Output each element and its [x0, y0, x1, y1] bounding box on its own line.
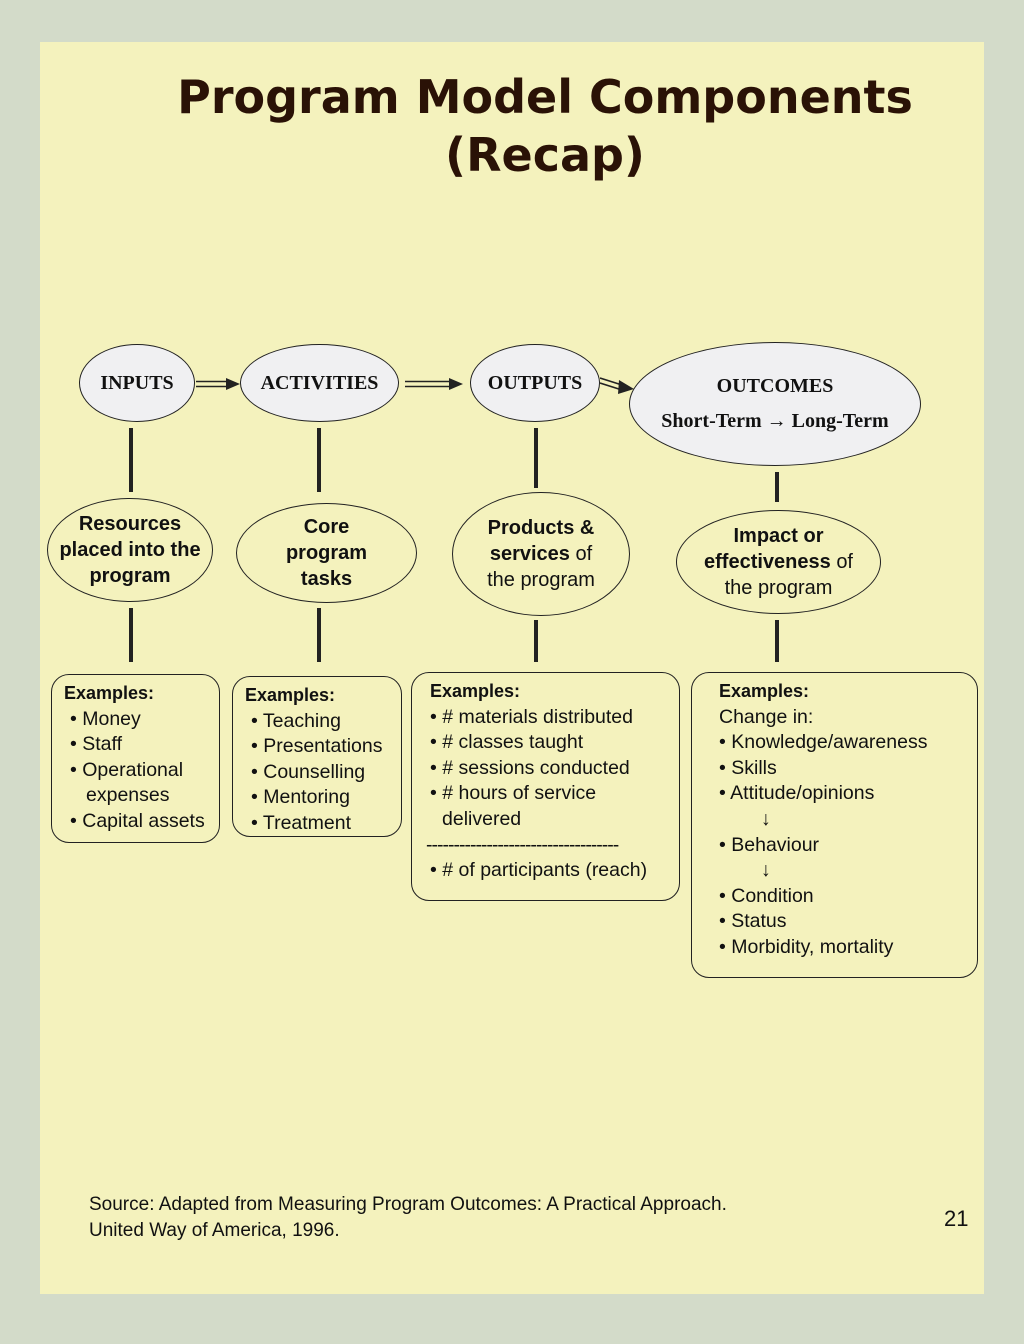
inputs-examples-box: Examples: • Money • Staff • Operational … [51, 674, 220, 843]
list-item: • Counselling [251, 760, 366, 783]
outputs-description-normal: of the program [487, 543, 595, 591]
outcomes-subtitle: Short-Term → Long-Term [661, 410, 889, 432]
activities-ellipse: ACTIVITIES [240, 344, 399, 422]
examples-header: Examples: [430, 681, 521, 701]
outputs-description: Products & services of the program [479, 515, 603, 593]
inputs-description-bold: Resources placed into the program [59, 513, 201, 587]
list-item-continuation: expenses [86, 784, 170, 807]
outcomes-description: Impact or effectiveness of the program [704, 523, 854, 601]
slide-title: Program Model Components (Recap) [95, 68, 995, 184]
down-arrow-icon: ↓ [761, 859, 771, 882]
source-line-1: Source: Adapted from Measuring Program O… [89, 1194, 727, 1215]
outputs-label: OUTPUTS [487, 371, 583, 394]
arrow-activities-to-outputs [405, 378, 463, 390]
connector-outputs-1 [534, 428, 538, 488]
outcomes-ellipse: OUTCOMES Short-Term → Long-Term [629, 342, 921, 466]
examples-header: Examples: [719, 681, 810, 701]
activities-description-bold: Core program tasks [285, 516, 368, 590]
list-item: • Knowledge/awareness [719, 731, 928, 754]
outcomes-description-normal: of the program [724, 551, 853, 599]
source-line-2: United Way of America, 1996. [89, 1220, 340, 1241]
title-line-1: Program Model Components [177, 70, 913, 124]
arrow-outputs-to-outcomes [600, 377, 634, 394]
connector-inputs-2 [129, 608, 133, 662]
list-item: • Operational [70, 758, 184, 781]
inputs-label: INPUTS [100, 371, 174, 394]
separator-line: ----------------------------------- [426, 833, 619, 856]
list-item: • Capital assets [70, 809, 205, 832]
page-number: 21 [944, 1206, 969, 1231]
outputs-ellipse: OUTPUTS [470, 344, 600, 422]
change-in-label: Change in: [719, 705, 814, 728]
outputs-examples-box: Examples: • # materials distributed • # … [411, 672, 680, 901]
source-citation: Source: Adapted from Measuring Program O… [89, 1192, 727, 1244]
activities-description-ellipse: Core program tasks [236, 503, 417, 603]
activities-label: ACTIVITIES [260, 371, 379, 394]
outcomes-description-ellipse: Impact or effectiveness of the program [676, 510, 881, 614]
outcomes-examples-box: Examples: Change in: • Knowledge/awarene… [691, 672, 978, 978]
list-item: • Skills [719, 756, 777, 779]
list-item: • Status [719, 910, 787, 933]
slide-background [40, 42, 984, 1294]
outputs-description-ellipse: Products & services of the program [452, 492, 630, 616]
connector-outputs-2 [534, 620, 538, 662]
list-item: • # hours of service [430, 782, 597, 805]
outputs-description-bold: Products & services [487, 517, 595, 565]
connector-outcomes-2 [775, 620, 779, 662]
inputs-description: Resources placed into the program [53, 511, 207, 589]
list-item: • # sessions conducted [430, 756, 630, 779]
examples-header: Examples: [245, 685, 336, 705]
list-item: • Mentoring [251, 786, 350, 809]
list-item: • Morbidity, mortality [719, 935, 894, 958]
list-item: • Attitude/opinions [719, 782, 875, 805]
list-item: • Presentations [251, 735, 383, 758]
list-item: • Teaching [251, 709, 341, 732]
connector-activities-2 [317, 608, 321, 662]
inputs-ellipse: INPUTS [79, 344, 195, 422]
title-line-2: (Recap) [445, 128, 645, 182]
list-item: • # materials distributed [430, 705, 633, 728]
list-item: • Condition [719, 884, 814, 907]
examples-header: Examples: [64, 683, 155, 703]
activities-description: Core program tasks [282, 514, 372, 592]
inputs-description-ellipse: Resources placed into the program [47, 498, 213, 602]
connector-outcomes-1 [775, 472, 779, 502]
connector-activities-1 [317, 428, 321, 492]
outcomes-description-bold: Impact or effectiveness [704, 525, 831, 573]
list-item: • Money [70, 707, 141, 730]
arrow-inputs-to-activities [196, 378, 240, 390]
list-item: • # of participants (reach) [430, 859, 648, 882]
outcomes-label: OUTCOMES [716, 375, 834, 397]
activities-examples-box: Examples: • Teaching • Presentations • C… [232, 676, 402, 837]
list-item: • Treatment [251, 811, 352, 834]
connector-inputs-1 [129, 428, 133, 492]
list-item: • # classes taught [430, 731, 584, 754]
down-arrow-icon: ↓ [761, 807, 771, 830]
list-item: • Staff [70, 733, 122, 756]
list-item-continuation: delivered [442, 807, 522, 830]
list-item: • Behaviour [719, 833, 820, 856]
